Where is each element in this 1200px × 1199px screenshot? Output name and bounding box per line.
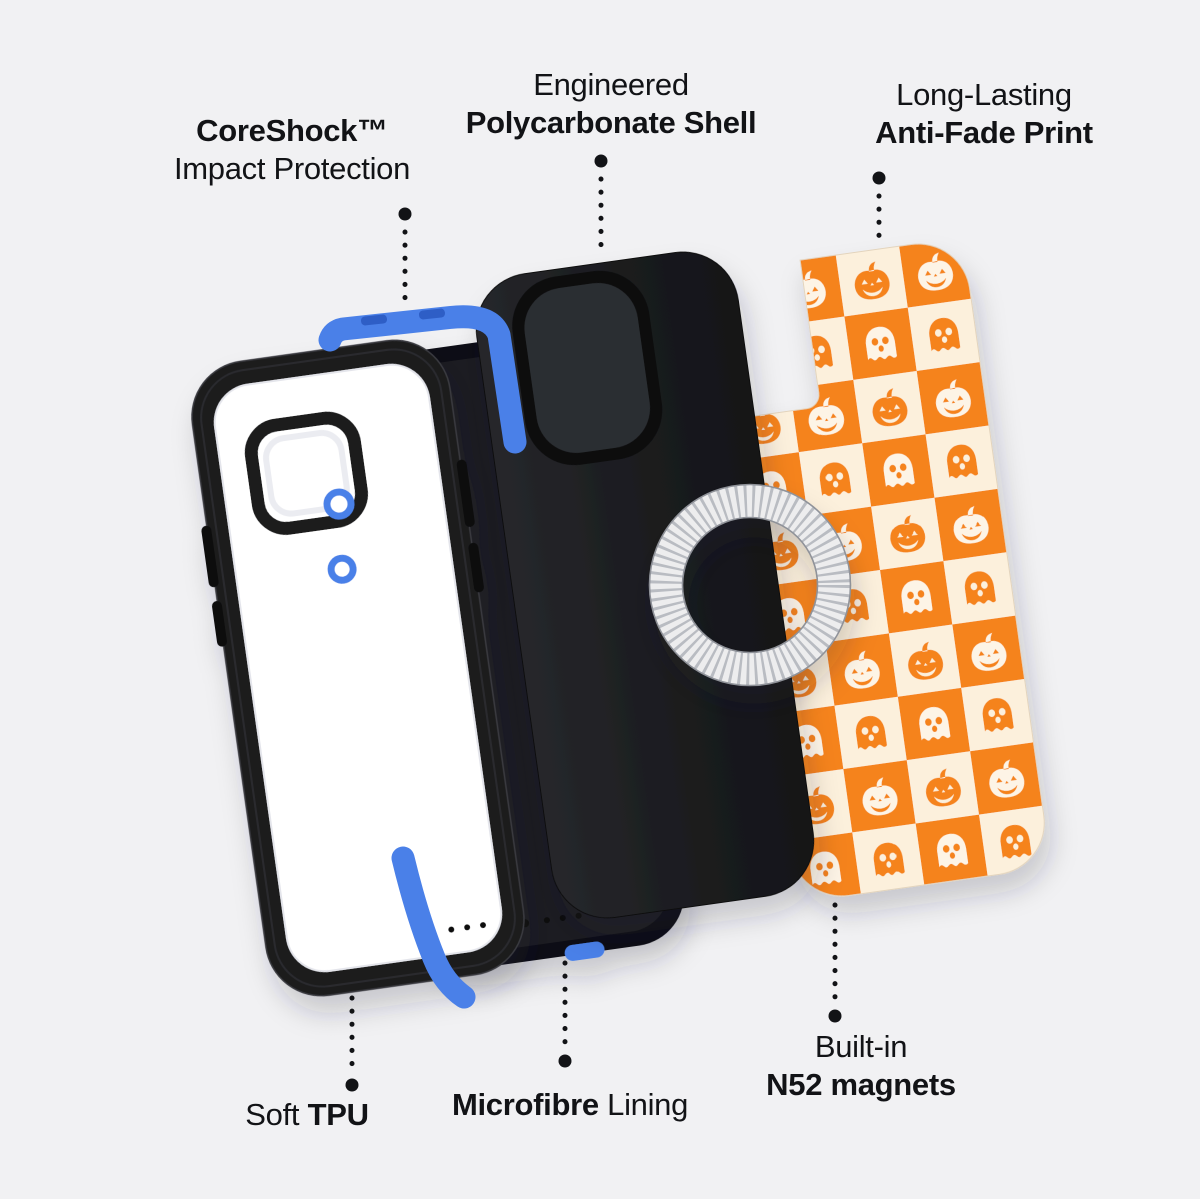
leader-tpu bbox=[345, 995, 359, 1092]
side-button bbox=[201, 525, 219, 588]
callout-tpu-title: TPU bbox=[307, 1097, 369, 1132]
callout-magnets: Built-in N52 magnets bbox=[766, 1028, 956, 1104]
leader-antifade bbox=[872, 171, 886, 246]
callout-polycarbonate-intro: Engineered bbox=[533, 67, 689, 102]
callout-microfibre: Microfibre Lining bbox=[452, 1086, 688, 1124]
leader-magnets bbox=[828, 902, 842, 1023]
blue-accent-ring bbox=[323, 488, 355, 520]
callout-antifade-intro: Long-Lasting bbox=[896, 77, 1072, 112]
callout-magnets-intro: Built-in bbox=[814, 1029, 908, 1064]
callout-leaders bbox=[345, 154, 886, 1092]
callout-tpu-intro: Soft bbox=[245, 1097, 300, 1132]
callout-coreshock-subtitle: Impact Protection bbox=[173, 151, 411, 186]
callout-microfibre-title: Microfibre bbox=[451, 1087, 599, 1122]
leader-microfibre bbox=[558, 960, 572, 1068]
callout-coreshock-title: CoreShock™ bbox=[196, 113, 388, 148]
callout-polycarbonate-title: Polycarbonate Shell bbox=[465, 105, 757, 140]
callout-coreshock: CoreShock™ Impact Protection bbox=[174, 112, 410, 188]
leader-polycarbonate bbox=[594, 154, 608, 259]
callout-antifade-title: Anti-Fade Print bbox=[875, 115, 1093, 150]
callout-microfibre-outro: Lining bbox=[607, 1087, 689, 1122]
callout-magnets-title: N52 magnets bbox=[766, 1067, 956, 1102]
callout-tpu: Soft TPU bbox=[245, 1096, 369, 1134]
magsafe-magnet-ring bbox=[648, 483, 852, 687]
blue-accent-ring bbox=[327, 554, 357, 584]
tpu-rail-top bbox=[318, 305, 527, 454]
side-button bbox=[456, 459, 475, 528]
clear-tpu-frame-layer bbox=[191, 339, 525, 997]
lining-blue-tab bbox=[564, 941, 605, 961]
side-button bbox=[468, 542, 484, 593]
callout-antifade: Long-Lasting Anti-Fade Print bbox=[875, 76, 1093, 152]
polycarbonate-shell-layer bbox=[475, 251, 815, 919]
side-button bbox=[212, 601, 228, 647]
callout-polycarbonate: Engineered Polycarbonate Shell bbox=[466, 66, 757, 142]
tpu-rail-bottom bbox=[391, 846, 476, 1009]
leader-coreshock bbox=[398, 207, 412, 309]
